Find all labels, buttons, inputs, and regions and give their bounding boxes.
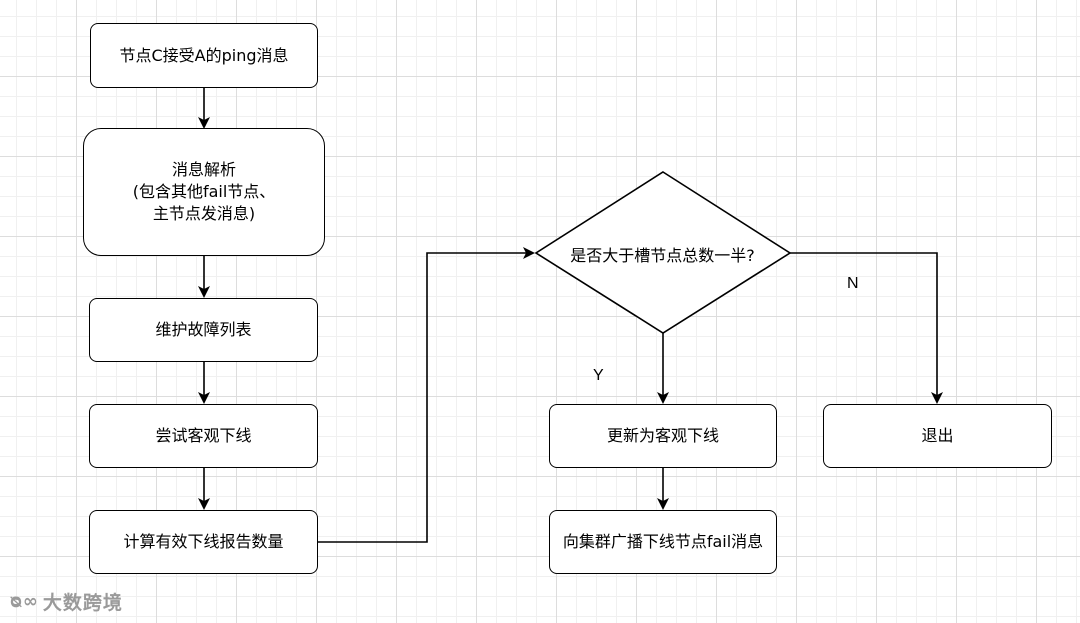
arrow-count-to-decision xyxy=(318,247,535,543)
node-broadcast: 向集群广播下线节点fail消息 xyxy=(549,510,777,574)
watermark: ᴓ∞ 大数跨境 xyxy=(10,588,123,615)
node-count-reports: 计算有效下线报告数量 xyxy=(89,510,318,574)
node-update-offline: 更新为客观下线 xyxy=(549,404,777,468)
decision-text: 是否大于槽节点总数一半? xyxy=(570,246,755,265)
watermark-logo-icon: ᴓ∞ xyxy=(10,591,39,612)
node-exit-text: 退出 xyxy=(921,426,954,445)
edge-label-no: N xyxy=(847,275,859,292)
node-parse-message: 消息解析 (包含其他fail节点、 主节点发消息) xyxy=(83,128,325,256)
node-receive-ping-text: 节点C接受A的ping消息 xyxy=(119,45,289,65)
arrow-decision-no xyxy=(790,252,943,404)
node-try-offline-text: 尝试客观下线 xyxy=(155,426,252,445)
node-update-offline-text: 更新为客观下线 xyxy=(606,426,719,445)
node-receive-ping: 节点C接受A的ping消息 xyxy=(90,23,318,88)
node-maintain-list: 维护故障列表 xyxy=(89,298,318,362)
watermark-text: 大数跨境 xyxy=(42,592,123,614)
node-maintain-list-text: 维护故障列表 xyxy=(155,320,252,339)
node-count-reports-text: 计算有效下线报告数量 xyxy=(123,532,284,551)
edge-label-yes: Y xyxy=(593,367,604,384)
node-exit: 退出 xyxy=(823,404,1052,468)
node-parse-message-text: 消息解析 (包含其他fail节点、 主节点发消息) xyxy=(132,160,276,223)
node-broadcast-text: 向集群广播下线节点fail消息 xyxy=(562,532,764,551)
node-try-offline: 尝试客观下线 xyxy=(89,404,318,468)
